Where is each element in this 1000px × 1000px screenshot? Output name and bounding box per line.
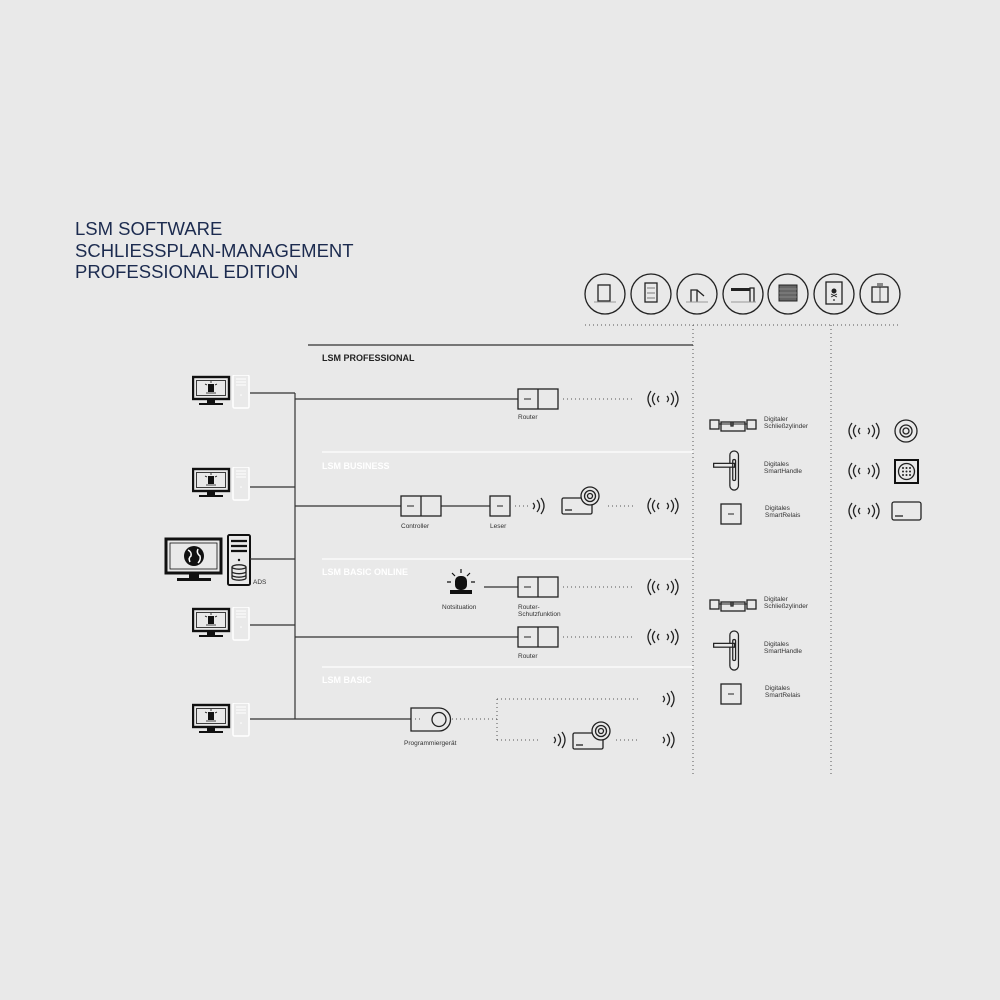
device-label: Digitales <box>765 685 791 692</box>
router-professional-label: Router <box>518 414 538 421</box>
leser <box>489 495 511 517</box>
workstation-basic <box>192 703 250 737</box>
smart-handle-icon <box>712 450 740 491</box>
ads-label: ADS <box>253 579 267 586</box>
wireless-half-icon <box>662 690 675 708</box>
device-label: Digitales <box>764 641 790 648</box>
transponder-icon <box>894 419 918 443</box>
card-reader-icon <box>561 486 600 515</box>
device-label: SmartRelais <box>765 512 801 519</box>
elevator-icon <box>859 273 901 315</box>
door-type-row <box>584 273 901 315</box>
workstation-business <box>192 467 250 501</box>
smart-handle-icon <box>712 630 740 671</box>
device-label: Digitaler <box>764 596 789 603</box>
device-label: SmartRelais <box>765 692 801 699</box>
wireless-icon <box>848 502 880 520</box>
router-schutz-label-2: Schutzfunktion <box>518 611 561 618</box>
controller-label: Controller <box>401 523 430 530</box>
wireless-half-icon <box>662 731 675 749</box>
smart-relais-icon <box>720 503 742 525</box>
workstation-basic-online <box>192 607 250 641</box>
router-basic-online-label: Router <box>518 653 538 660</box>
cabinet-door-icon <box>630 273 672 315</box>
section-label-basic-online: LSM BASIC ONLINE <box>322 567 408 577</box>
smart-card-icon <box>891 501 922 521</box>
pin-code-keypad-icon <box>894 459 919 484</box>
router-professional <box>517 388 559 410</box>
title-line-3: PROFESSIONAL EDITION <box>75 261 298 282</box>
device-label: Schließzylinder <box>764 603 809 610</box>
router-basic-online <box>517 626 559 648</box>
device-label: SmartHandle <box>764 468 802 475</box>
database-icon <box>231 564 247 581</box>
wireless-icon <box>848 422 880 440</box>
programming-device <box>410 707 452 732</box>
title-line-2: SCHLIESSPLAN-MANAGEMENT <box>75 240 354 261</box>
title-line-1: LSM SOFTWARE <box>75 218 222 239</box>
offline-links <box>452 698 640 741</box>
section-label-basic: LSM BASIC <box>322 675 372 685</box>
garage-door-icon <box>767 273 809 315</box>
router-schutzfunktion <box>517 576 559 598</box>
digital-cylinder-icon <box>709 419 757 432</box>
wireless-icon <box>848 462 880 480</box>
device-label: Digitales <box>764 461 790 468</box>
workstation-professional <box>192 375 250 409</box>
section-label-business: LSM BUSINESS <box>322 461 390 471</box>
section-label-professional: LSM PROFESSIONAL <box>322 353 415 363</box>
barrier-icon <box>722 273 764 315</box>
globe-icon <box>184 546 204 566</box>
controller <box>400 495 442 517</box>
wireless-icon <box>647 497 679 515</box>
notsituation-label: Notsituation <box>442 604 477 611</box>
device-label: Digitaler <box>764 416 789 423</box>
device-label: SmartHandle <box>764 648 802 655</box>
device-label: Digitales <box>765 505 791 512</box>
wireless-icon <box>647 390 679 408</box>
router-schutz-label-1: Router- <box>518 604 540 611</box>
device-label: Schließzylinder <box>764 423 809 430</box>
digital-cylinder-icon <box>709 599 757 612</box>
wireless-half-icon <box>553 731 566 749</box>
turnstile-icon <box>676 273 718 315</box>
programmiergeraet-label: Programmiergerät <box>404 740 457 747</box>
leser-label: Leser <box>490 523 507 530</box>
emergency-siren-icon <box>447 569 475 594</box>
wireless-icon <box>647 578 679 596</box>
hazard-door-icon <box>813 273 855 315</box>
card-reader-icon <box>572 721 611 750</box>
network-bus <box>250 392 518 720</box>
door-icon <box>584 273 626 315</box>
ads-server <box>164 534 251 586</box>
smart-relais-icon <box>720 683 742 705</box>
wireless-half-icon <box>532 497 545 515</box>
wireless-icon <box>647 628 679 646</box>
